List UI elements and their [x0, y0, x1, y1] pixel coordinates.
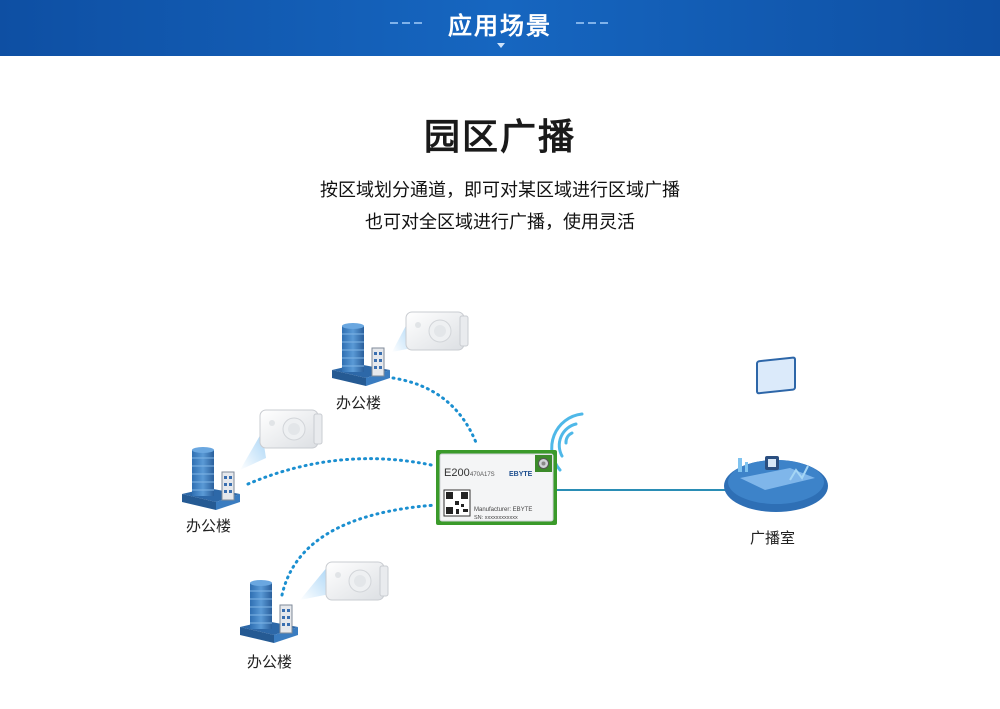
- header-banner: 应用场景: [0, 0, 1000, 56]
- banner-down-arrow-icon: [497, 43, 505, 48]
- scene-title: 园区广播: [423, 117, 576, 158]
- banner-decoration-right: [576, 22, 610, 24]
- module-part-number: 470A17S: [470, 472, 495, 478]
- wall-speaker-bottom: [325, 561, 389, 601]
- banner-title: 应用场景: [448, 12, 552, 40]
- office-building-top: [331, 322, 391, 387]
- wall-speaker-mid: [259, 409, 323, 449]
- qr-code-icon: [443, 489, 471, 517]
- link-office-mid: [246, 457, 438, 486]
- link-office-top: [391, 376, 479, 447]
- office-building-bottom: [239, 579, 299, 644]
- module-brand: EBYTE: [509, 471, 533, 478]
- sound-beam-bottom: [300, 566, 330, 600]
- label-broadcast-room: 广播室: [750, 529, 796, 547]
- module-model: E200: [444, 467, 470, 479]
- broadcast-room: [724, 356, 828, 512]
- module-serial: SN: xxxxxxxxxxxx: [474, 515, 518, 521]
- label-office-mid: 办公楼: [186, 517, 232, 535]
- link-office-bottom: [280, 503, 438, 597]
- office-building-mid: [181, 446, 241, 511]
- scene-description-line-2: 也可对全区域进行广播，使用灵活: [365, 212, 635, 233]
- scene-description-line-1: 按区域划分通道，即可对某区域进行区域广播: [320, 180, 680, 201]
- label-office-top: 办公楼: [336, 394, 382, 412]
- module-manufacturer: Manufacturer: EBYTE: [474, 507, 532, 513]
- wall-speaker-top: [405, 311, 469, 351]
- e200-module: E200 470A17S EBYTE Manufacturer: EBYTE S…: [436, 450, 557, 525]
- label-office-bottom: 办公楼: [247, 653, 293, 671]
- banner-decoration-left: [390, 22, 424, 24]
